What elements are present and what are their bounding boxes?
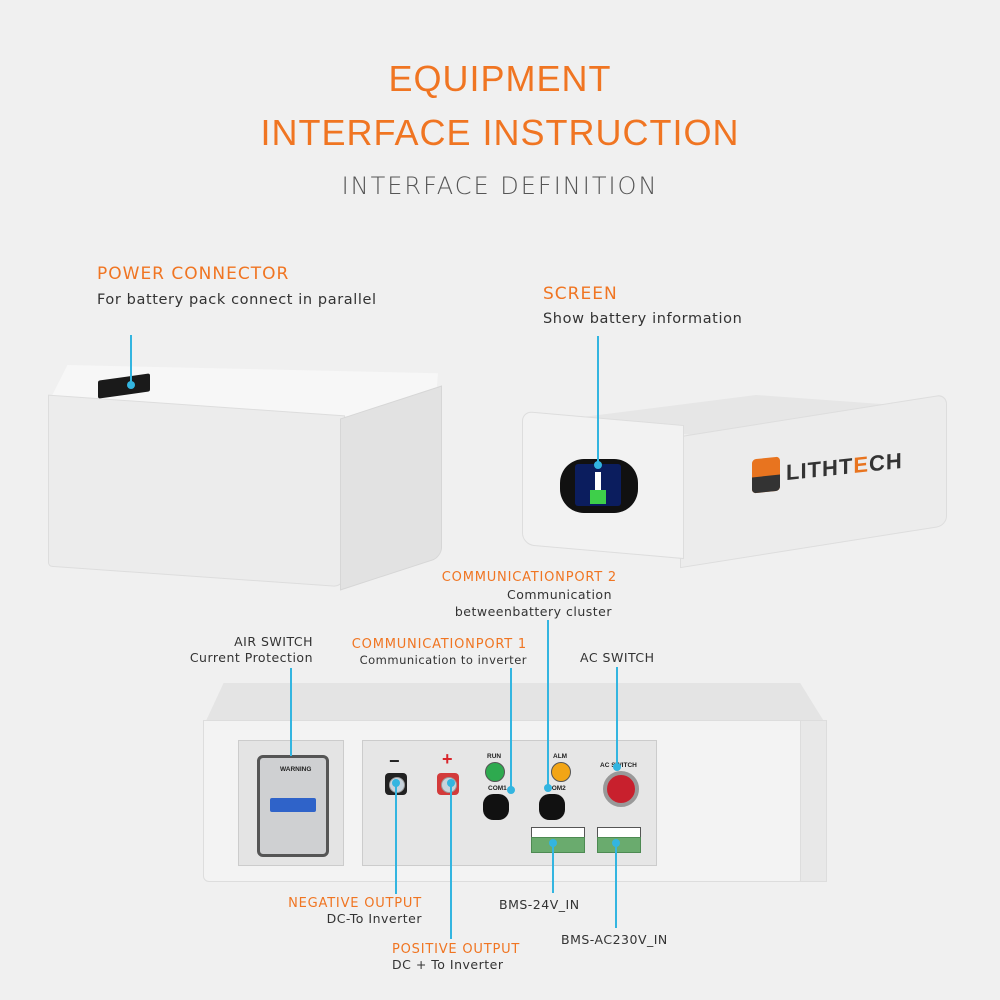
bms-ac230v-callout-dot [612,839,620,847]
logo-icon-lower [752,474,780,494]
comm-port-1-desc: Communication to inverter [359,653,527,667]
comm-port-2-desc-2: betweenbattery cluster [454,604,612,619]
battery-level-icon [595,472,601,490]
comm-port-2-callout-dot [544,784,552,792]
positive-output-callout-dot [447,779,455,787]
title-line-1: EQUIPMENT [388,58,612,99]
com1-label: COM1 [488,785,507,792]
negative-output-desc: DC-To Inverter [326,911,422,926]
comm-port-2-title: COMMUNICATIONPORT 2 [441,570,617,585]
minus-sign: − [389,751,400,771]
alarm-indicator-light [551,762,571,782]
battery-top-surface [205,683,825,723]
bms-ac230v-title: BMS-AC230V_IN [561,932,668,947]
positive-output-callout-line [450,782,452,939]
air-switch-callout-line [290,668,292,756]
alm-label: ALM [553,753,568,760]
battery-display-screen [560,459,638,513]
negative-output-callout-line [395,782,397,894]
ac-switch-title: AC SWITCH [580,650,655,665]
power-connector-callout-dot [127,381,135,389]
charge-indicator-icon [590,490,606,504]
com2-port[interactable] [539,794,565,820]
air-switch-desc: Current Protection [189,650,313,665]
run-label: RUN [487,753,502,760]
power-connector-desc: For battery pack connect in parallel [97,292,377,308]
air-switch-panel: WARNING [238,740,344,866]
interface-panel: − + RUN COM1 ALM COM2 AC SWITCH [362,740,657,866]
subtitle: INTERFACE DEFINITION [341,172,659,200]
comm-port-1-callout-dot [507,786,515,794]
com2-label: COM2 [547,785,566,792]
comm-port-2-callout-line [547,620,549,788]
positive-output-title: POSITIVE OUTPUT [392,942,521,957]
bms-24v-callout-line [552,843,554,893]
air-switch-breaker[interactable]: WARNING [257,755,329,857]
bms-24v-connector[interactable] [531,837,585,853]
negative-output-callout-dot [392,779,400,787]
bms-ac230v-callout-line [615,843,617,928]
plus-sign: + [442,749,453,769]
ac-switch-callout-line [616,667,618,767]
comm-port-1-callout-line [510,668,512,790]
com1-port[interactable] [483,794,509,820]
screen-desc: Show battery information [543,311,743,327]
screen-title: SCREEN [543,284,618,304]
screen-callout-dot [594,461,602,469]
negative-output-title: NEGATIVE OUTPUT [288,896,422,911]
comm-port-1-title: COMMUNICATIONPORT 1 [351,637,527,652]
run-indicator-light [485,762,505,782]
positive-output-desc: DC + To Inverter [392,957,504,972]
power-connector-callout-line [130,335,132,385]
bms-24v-callout-dot [549,839,557,847]
breaker-toggle[interactable] [270,798,316,812]
title-line-2: INTERFACE INSTRUCTION [260,112,740,153]
ac-switch-button[interactable] [603,771,639,807]
power-connector-title: POWER CONNECTOR [97,264,290,284]
battery-side-face [340,385,442,591]
battery-front-face [48,394,345,588]
air-switch-title: AIR SWITCH [234,634,313,649]
screen-display-area [575,464,621,506]
ac-switch-callout-dot [613,763,621,771]
bms-24v-title: BMS-24V_IN [499,897,580,912]
screen-callout-line [597,336,599,464]
comm-port-2-desc-1: Communication [506,587,612,602]
breaker-warning-label: WARNING [280,766,312,773]
battery-side-face [800,720,827,882]
